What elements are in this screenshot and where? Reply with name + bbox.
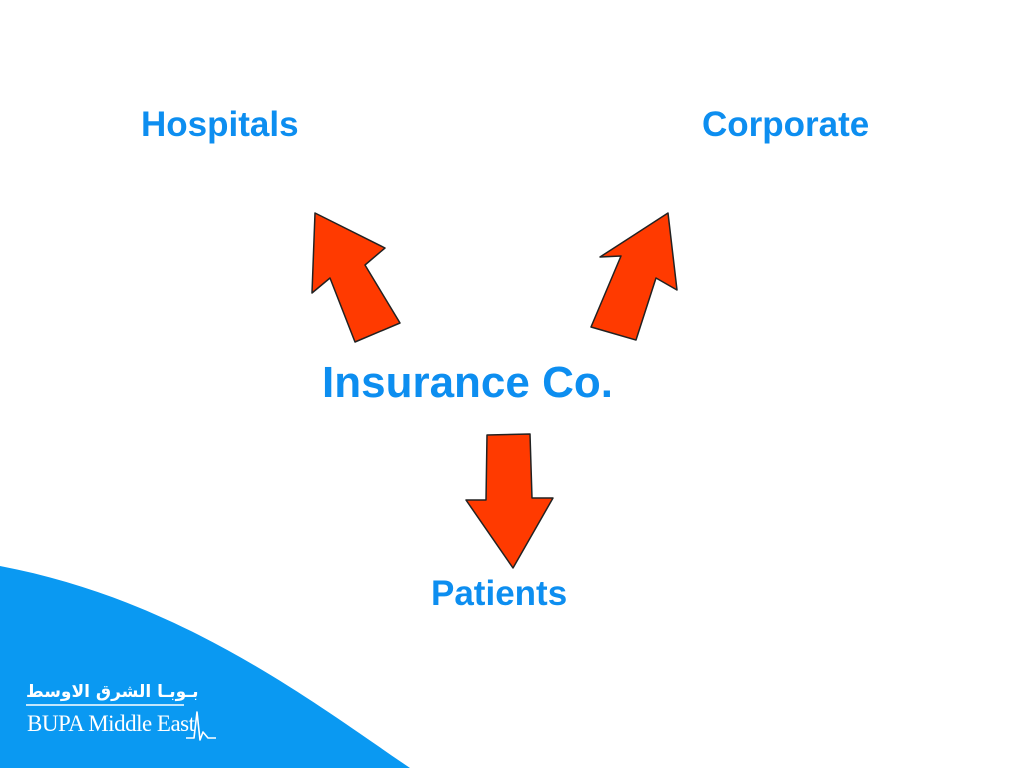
label-hospitals: Hospitals bbox=[141, 105, 299, 144]
heartbeat-icon bbox=[186, 711, 216, 741]
arrow-to-hospitals bbox=[311, 212, 401, 343]
logo-divider bbox=[26, 704, 184, 706]
label-patients: Patients bbox=[431, 574, 568, 613]
arrow-to-corporate bbox=[590, 212, 678, 341]
label-corporate: Corporate bbox=[702, 105, 870, 144]
logo-arabic-text: بـوبـا الشرق الاوسط bbox=[26, 682, 199, 702]
logo-english-text: BUPA Middle East bbox=[27, 711, 195, 736]
wave-shape bbox=[0, 566, 410, 768]
label-insurance-co: Insurance Co. bbox=[322, 358, 613, 407]
arrow-to-patients bbox=[465, 433, 554, 569]
